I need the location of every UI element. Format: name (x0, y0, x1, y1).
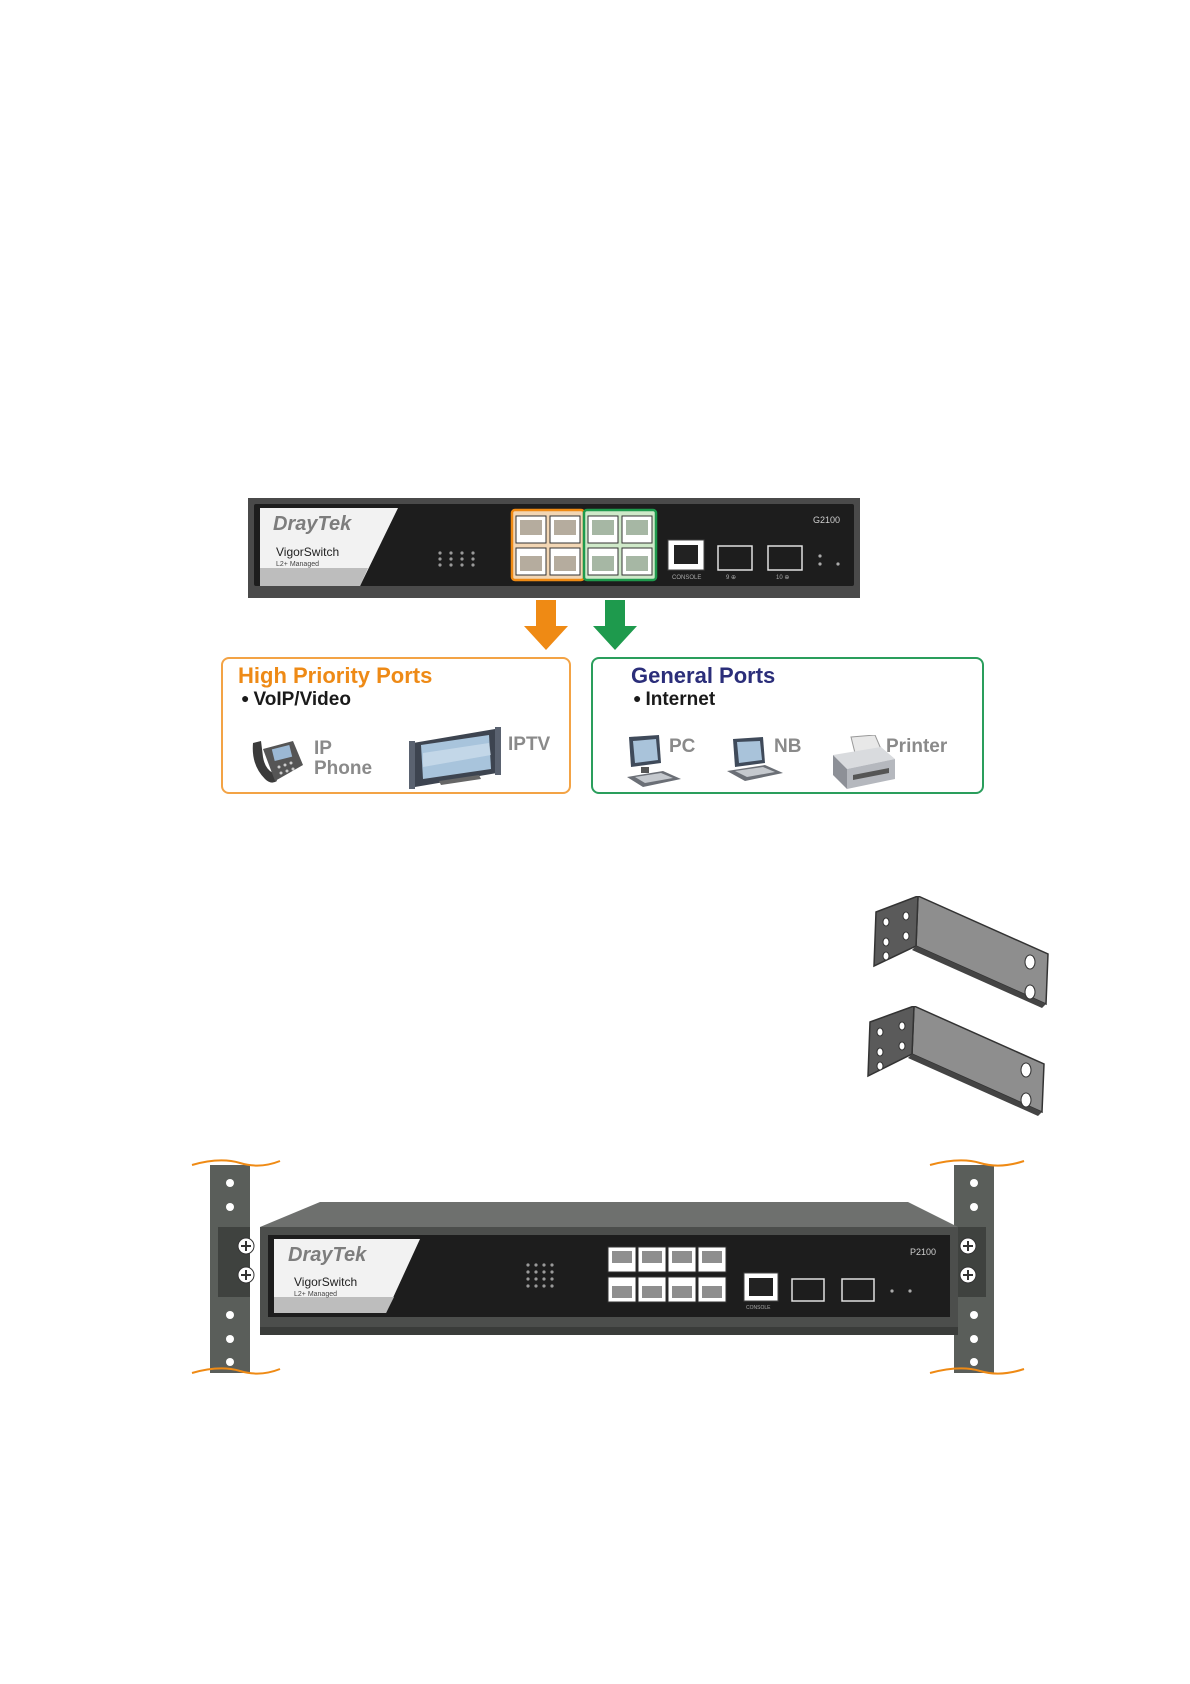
sfp-9-label: 9 ⊕ (726, 575, 736, 581)
general-bullet: ●Internet (633, 689, 715, 711)
ip-phone-icon (249, 735, 305, 787)
rack-bracket-bottom-icon (866, 1006, 1050, 1118)
high-priority-bullet-text: VoIP/Video (253, 689, 351, 710)
general-title: General Ports (631, 663, 775, 689)
pc-label: PC (669, 737, 695, 757)
general-bullet-text: Internet (645, 689, 715, 710)
ip-phone-label-line2: Phone (314, 758, 372, 779)
sfp-10-label: 10 ⊕ (776, 575, 789, 581)
high-priority-ports-box: High Priority Ports ●VoIP/Video IP Phone… (221, 657, 571, 794)
model-label: G2100 (813, 515, 840, 525)
brand-logo: DrayTek (273, 513, 352, 535)
rack-mounted-switch: DrayTek VigorSwitch L2+ Managed P2100 CO… (190, 1155, 1030, 1380)
switch-front-panel: DrayTek VigorSwitch L2+ Managed G2100 CO… (248, 498, 860, 598)
rack-brand-logo: DrayTek (288, 1244, 367, 1266)
iptv-label: IPTV (508, 735, 550, 755)
general-ports-box: General Ports ●Internet PC NB Printer (591, 657, 984, 794)
iptv-icon (409, 723, 505, 789)
nb-label: NB (774, 737, 801, 757)
rack-console-label: CONSOLE (746, 1305, 771, 1311)
ip-phone-label-line1: IP (314, 738, 332, 759)
arrow-down-orange-icon (524, 600, 568, 650)
rack-product-name: VigorSwitch (294, 1275, 357, 1289)
arrow-down-green-icon (593, 600, 637, 650)
high-priority-bullet: ●VoIP/Video (241, 689, 351, 711)
product-subtitle: L2+ Managed (276, 561, 319, 568)
rack-model-label: P2100 (910, 1247, 936, 1257)
high-priority-title: High Priority Ports (238, 663, 432, 689)
rack-bracket-top-icon (872, 896, 1052, 1012)
console-label: CONSOLE (672, 575, 701, 581)
printer-label: Printer (886, 737, 947, 757)
rack-product-subtitle: L2+ Managed (294, 1291, 337, 1298)
product-name: VigorSwitch (276, 545, 339, 559)
ip-phone-label: IP Phone (314, 739, 372, 779)
